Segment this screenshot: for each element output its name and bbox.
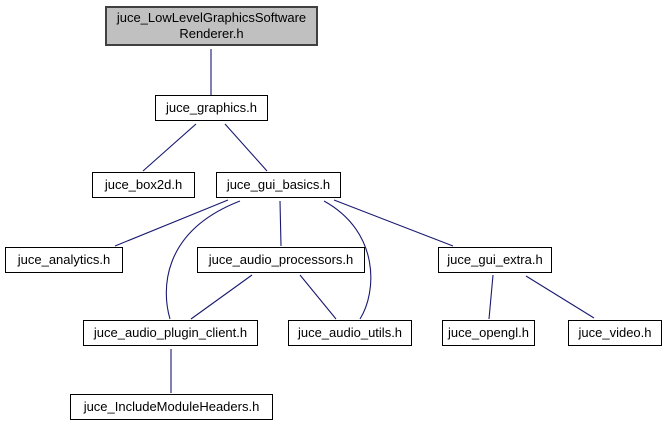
node-video[interactable]: juce_video.h (568, 320, 662, 346)
node-gui-basics[interactable]: juce_gui_basics.h (216, 172, 341, 198)
edge-audio-plugin-client-to-audio-processors (190, 274, 253, 320)
node-graphics[interactable]: juce_graphics.h (155, 95, 268, 121)
node-box2d[interactable]: juce_box2d.h (92, 172, 195, 198)
edge-gui-extra-to-gui-basics (333, 199, 454, 247)
node-gui-extra[interactable]: juce_gui_extra.h (438, 247, 552, 273)
edge-video-to-gui-extra (525, 275, 595, 319)
node-lowlevel-graphics-software-renderer: juce_LowLevelGraphicsSoftware Renderer.h (105, 6, 318, 46)
node-analytics[interactable]: juce_analytics.h (5, 247, 123, 273)
node-audio-plugin-client[interactable]: juce_audio_plugin_client.h (83, 320, 258, 346)
edge-audio-processors-to-gui-basics (279, 200, 282, 247)
node-audio-utils[interactable]: juce_audio_utils.h (288, 320, 412, 346)
edge-gui-basics-to-graphics (224, 123, 268, 172)
node-opengl[interactable]: juce_opengl.h (442, 320, 535, 346)
edge-box2d-to-graphics (142, 123, 197, 172)
edge-opengl-to-gui-extra (488, 274, 494, 320)
node-audio-processors[interactable]: juce_audio_processors.h (197, 247, 365, 273)
node-include-module-headers[interactable]: juce_IncludeModuleHeaders.h (70, 394, 273, 420)
edge-audio-utils-to-audio-processors (299, 274, 337, 320)
edge-analytics-to-gui-basics (114, 199, 229, 247)
